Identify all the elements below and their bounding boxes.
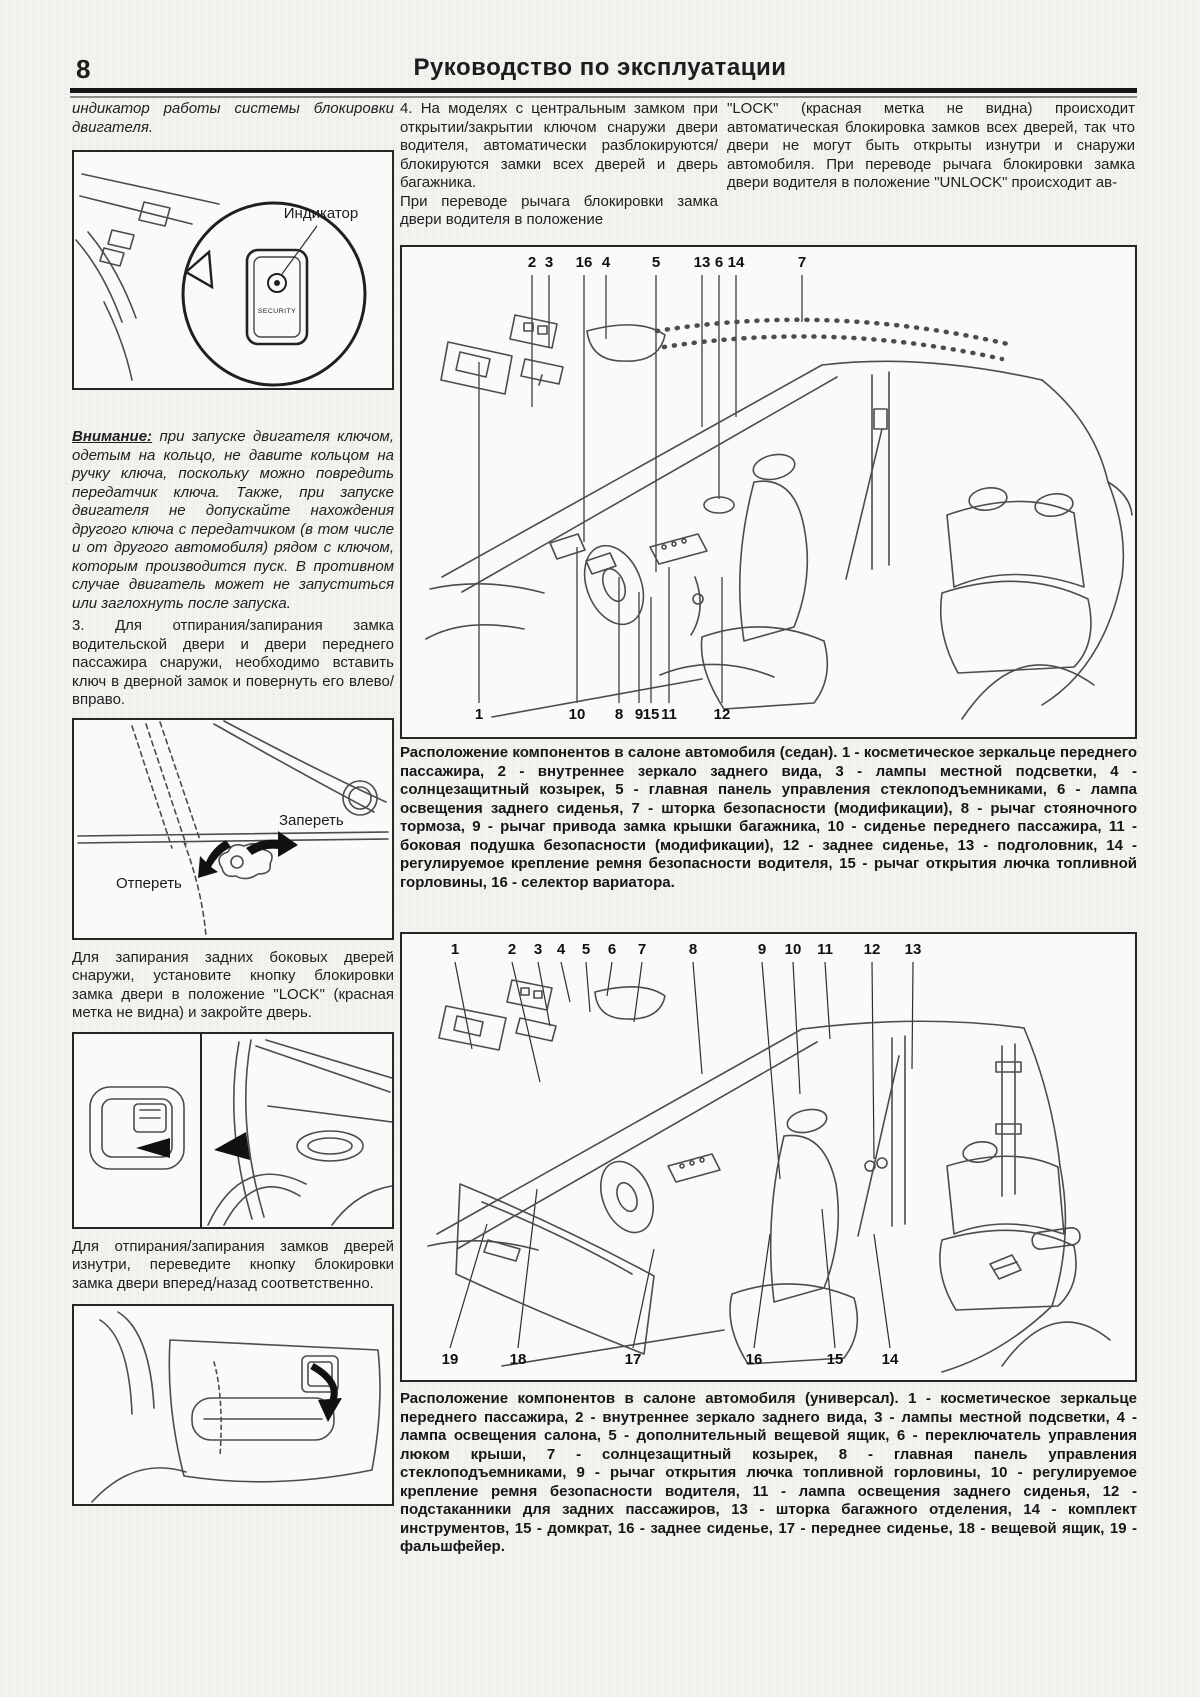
inside-lock-paragraph: Для отпирания/запирания замков дверей из…: [72, 1237, 394, 1292]
sedan-callout: 7: [797, 254, 807, 271]
sedan-callout: 3: [544, 254, 554, 271]
wagon-callout: 4: [556, 941, 566, 958]
header-rule: [70, 88, 1137, 93]
unlock-label: Отпереть: [116, 875, 182, 892]
sedan-interior-illustration: [425, 275, 1133, 720]
wagon-interior-illustration: [427, 961, 1111, 1373]
wagon-callout: 15: [826, 1351, 844, 1368]
figure-sedan-interior: 2 3 16 4 5 13 6 14 7 1 10 8 9 15 11 12: [400, 245, 1137, 739]
wagon-callout: 11: [817, 941, 833, 958]
lever-paragraph: При переводе рычага блокировки замка две…: [400, 192, 718, 229]
left-column: индикатор работы системы блокировки двиг…: [72, 100, 394, 1506]
wagon-callout: 17: [624, 1351, 642, 1368]
figure-inner-knob-and-door: [72, 1031, 394, 1229]
warning-label: Внимание:: [72, 428, 153, 445]
unlock-arrow-icon: [198, 839, 231, 878]
sedan-caption: Расположение компонентов в салоне автомо…: [400, 744, 1137, 891]
sedan-callout: 13: [693, 254, 711, 271]
sedan-callout: 16: [575, 254, 593, 271]
knob-arrow-icon: [136, 1137, 170, 1158]
right-column: "LOCK" (красная метка не видна) происход…: [727, 100, 1135, 193]
sedan-callout: 8: [614, 706, 624, 723]
inner-handle-illustration: [91, 1311, 381, 1503]
wagon-callout: 1: [450, 941, 460, 958]
header-rule-shadow: [70, 96, 1137, 98]
sedan-callout: 6: [714, 254, 724, 271]
wagon-callout: 8: [688, 941, 698, 958]
wagon-callout: 16: [745, 1351, 763, 1368]
wagon-callout: 7: [637, 941, 647, 958]
inner-knob-illustration: [89, 1033, 392, 1227]
sedan-callout: 14: [727, 254, 745, 271]
step3-paragraph: 3. Для отпирания/запирания замка водител…: [72, 617, 394, 708]
warning-paragraph: Внимание: при запуске двигателя ключом, …: [72, 428, 394, 613]
wagon-caption: Расположение компонентов в салоне автомо…: [400, 1390, 1137, 1555]
page-number: 8: [76, 54, 91, 84]
indicator-label: Индикатор: [284, 205, 359, 222]
intro-paragraph: индикатор работы системы блокировки двиг…: [72, 100, 394, 136]
wagon-callout: 10: [784, 941, 802, 958]
lock-label: Запереть: [279, 812, 344, 829]
lock-arrow-icon: [246, 830, 298, 857]
sedan-callout: 1: [474, 706, 484, 723]
rear-lock-paragraph: Для запирания задних боковых дверей снар…: [72, 948, 394, 1022]
sedan-callout: 12: [713, 706, 731, 723]
magnifier-circle: Индикатор SECURITY: [181, 201, 367, 387]
sedan-callout: 9: [634, 706, 644, 723]
figure-security-indicator: Индикатор SECURITY: [72, 150, 394, 390]
warning-body: при запуске двигателя ключом, одетым на …: [72, 428, 394, 612]
sedan-callout: 10: [568, 706, 586, 723]
wagon-callout: 12: [863, 941, 881, 958]
security-indicator-illustration: Индикатор SECURITY: [75, 173, 367, 387]
wagon-callout: 18: [509, 1351, 527, 1368]
sedan-callout: 11: [661, 706, 677, 723]
lock-unlock-paragraph: "LOCK" (красная метка не видна) происход…: [727, 100, 1135, 191]
door-edge-arrow-icon: [214, 1131, 250, 1160]
wagon-callout: 5: [581, 941, 591, 958]
sedan-callout: 5: [651, 254, 661, 271]
wagon-callout: 9: [757, 941, 767, 958]
figure-door-key: Запереть Отпереть: [72, 717, 394, 940]
sedan-callout: 15: [642, 706, 660, 723]
page-title: Руководство по эксплуатации: [413, 54, 787, 81]
wagon-callout: 19: [441, 1351, 459, 1368]
wagon-callout: 6: [607, 941, 617, 958]
figure-wagon-interior: 1 2 3 4 5 6 7 8 9 10 11 12 13 19 18 17 1…: [400, 932, 1137, 1382]
security-button-label: SECURITY: [258, 308, 296, 315]
wagon-callout: 14: [881, 1351, 899, 1368]
wagon-callout: 2: [507, 941, 517, 958]
sedan-callout: 4: [601, 254, 611, 271]
sedan-callout: 2: [527, 254, 537, 271]
wagon-callout: 3: [533, 941, 543, 958]
indicator-lamp: [267, 273, 287, 293]
middle-column: 4. На моделях с центральным замком при о…: [400, 100, 718, 230]
step4-paragraph: 4. На моделях с центральным замком при о…: [400, 100, 718, 191]
wagon-callout: 13: [904, 941, 922, 958]
door-key-illustration: Запереть Отпереть: [77, 719, 389, 937]
figure-inner-handle: [72, 1304, 394, 1506]
